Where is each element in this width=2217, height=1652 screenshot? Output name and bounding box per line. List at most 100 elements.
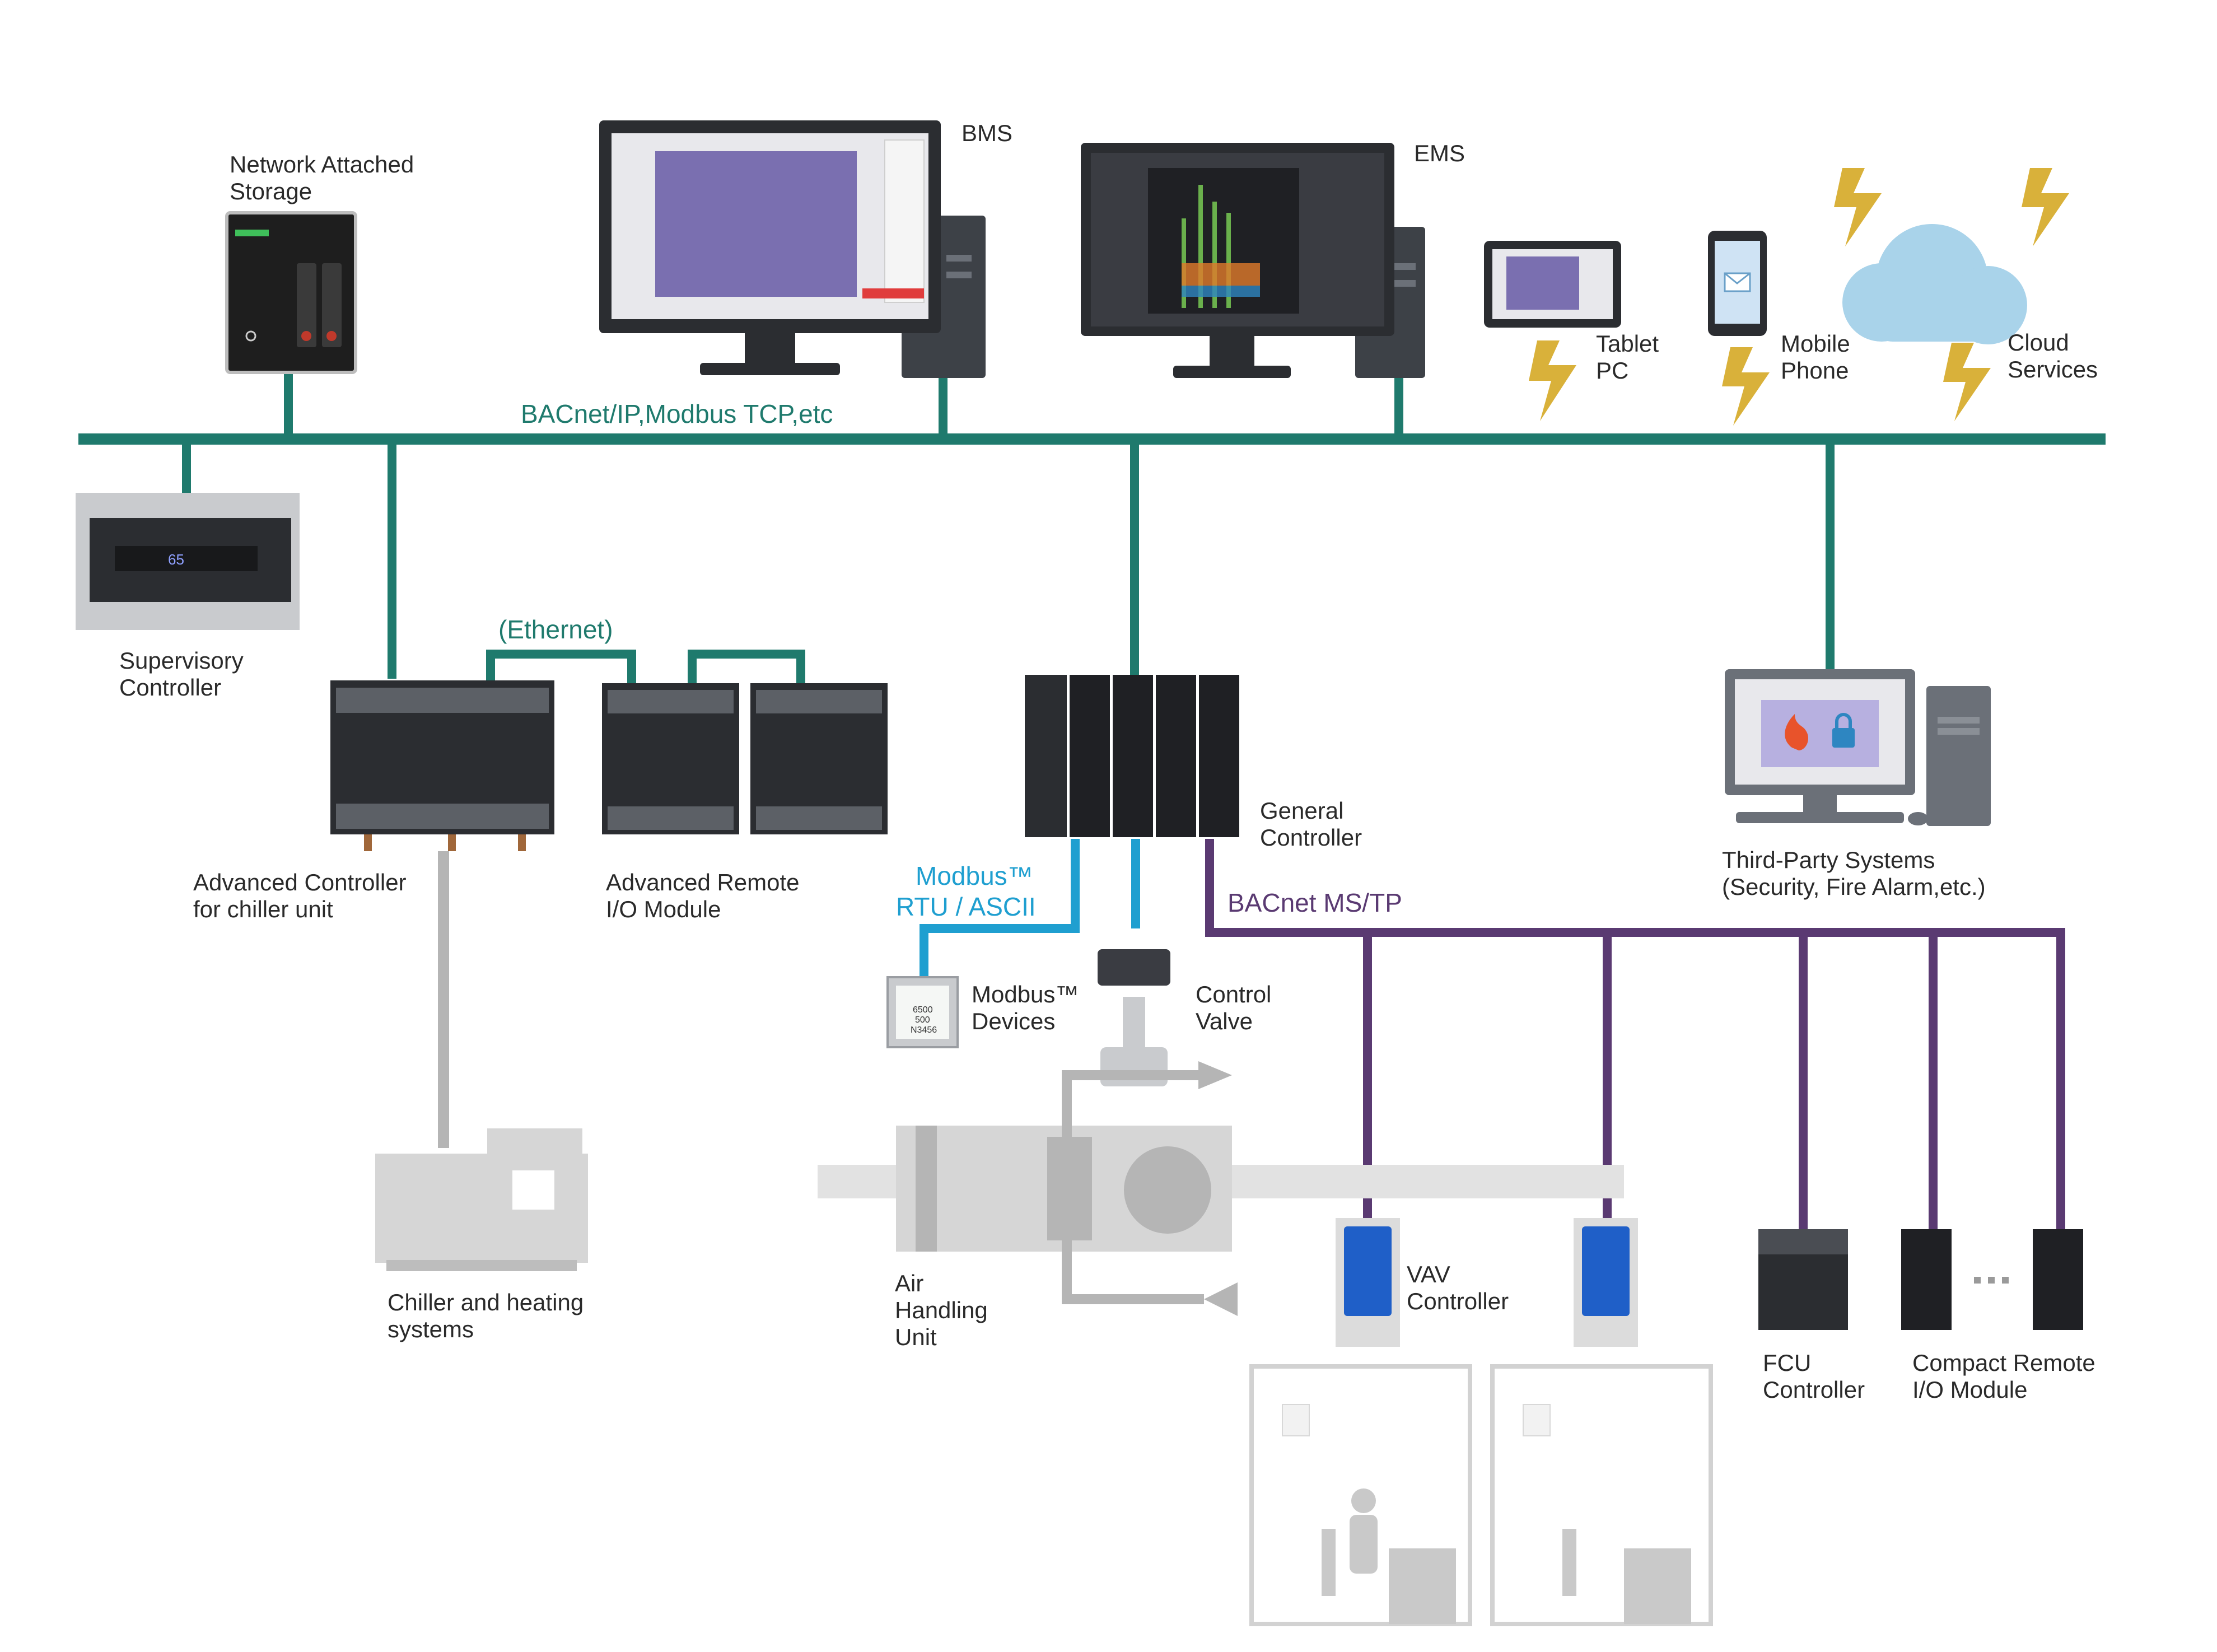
mobile-device <box>1708 231 1767 336</box>
ems-screen-bar <box>1198 185 1203 308</box>
adv-remote-bottom-1 <box>608 806 734 830</box>
adv-chiller-drop <box>388 439 396 679</box>
adv-remote-top-2 <box>756 690 882 713</box>
cloud-services <box>1842 224 2027 344</box>
general-module-3 <box>1156 675 1196 837</box>
supervisory-display-value: 65 <box>168 551 184 568</box>
modbus-devices-label-2: Devices <box>972 1008 1055 1034</box>
coil-return-pipe <box>1062 1070 1198 1137</box>
ahu-coil <box>1047 1137 1092 1240</box>
third-party-drop <box>1826 439 1835 670</box>
third-party-monitor-neck <box>1803 795 1837 812</box>
ellipsis-dot <box>1974 1277 1981 1284</box>
thermostat-icon <box>1282 1404 1310 1436</box>
third-party-tower-slot <box>1938 717 1980 724</box>
ellipsis-dot <box>2002 1277 2009 1284</box>
fcu-controller <box>1758 1229 1848 1330</box>
supervisory-controller: 65 <box>76 493 300 630</box>
adv-chiller-foot-2 <box>448 834 456 851</box>
ellipsis-dot <box>1988 1277 1995 1284</box>
chair <box>1322 1529 1336 1596</box>
modbus-devices-label-1: Modbus™ <box>972 981 1079 1007</box>
fire-icon <box>1785 714 1809 750</box>
general-module-1 <box>1070 675 1110 837</box>
ems-monitor-neck <box>1210 336 1254 367</box>
ems-screen-bars <box>1182 185 1260 308</box>
bms-screen-alert <box>862 288 924 298</box>
room-2 <box>1490 1364 1713 1626</box>
power-icon <box>245 330 256 342</box>
ahu-label-3: Unit <box>895 1324 937 1350</box>
ip-backbone <box>78 433 2106 445</box>
general-controller <box>1025 675 1239 837</box>
general-module-4 <box>1199 675 1239 837</box>
nas-device <box>225 211 357 374</box>
chiller-top <box>487 1128 582 1162</box>
advanced-controller-chiller <box>330 680 554 851</box>
chiller-connection <box>438 851 449 1148</box>
modbus-to-valve <box>1131 839 1140 928</box>
adv-remote-label-2: I/O Module <box>606 896 721 922</box>
control-valve <box>1098 949 1170 1086</box>
nas-label-2: Storage <box>230 178 312 204</box>
compact-label-2: I/O Module <box>1912 1376 2027 1403</box>
general-label-1: General <box>1260 797 1343 824</box>
third-party-tower-slot-2 <box>1938 728 1980 735</box>
supervisory-display <box>115 546 258 571</box>
third-party-label-1: Third-Party Systems <box>1722 847 1935 873</box>
compact-label-1: Compact Remote <box>1912 1350 2095 1376</box>
tablet-label-1: Tablet <box>1596 330 1659 357</box>
valve-body <box>1100 1047 1168 1086</box>
room-1 <box>1249 1364 1472 1626</box>
modbus-meter-screen <box>896 986 949 1039</box>
hvac-equipment <box>375 851 1713 1626</box>
third-party-tower <box>1926 686 1991 826</box>
third-party-screen-panel <box>1761 700 1879 767</box>
bms-tower-slot-2 <box>946 272 972 278</box>
mstp-label: BACnet MS/TP <box>1227 888 1402 917</box>
ems-tower-slot <box>1393 263 1416 270</box>
supervisory-label-2: Controller <box>119 674 221 701</box>
meter-line-1: 6500 <box>913 1005 933 1015</box>
lightning-icon <box>1834 168 1882 246</box>
adv-remote-bottom-2 <box>756 806 882 830</box>
fcu-lid <box>1758 1229 1848 1254</box>
lock-icon <box>1832 728 1855 748</box>
ethernet-label: (Ethernet) <box>498 615 613 644</box>
compact-io-1 <box>1901 1229 1952 1330</box>
ip-network-label: BACnet/IP,Modbus TCP,etc <box>521 399 833 428</box>
general-label-2: Controller <box>1260 824 1362 851</box>
chiller-base <box>386 1260 577 1271</box>
ems-screen-bar-base <box>1182 286 1260 297</box>
ems-monitor-base <box>1173 366 1291 378</box>
coil-supply-pipe <box>1062 1240 1204 1304</box>
nas-bay-1-button <box>301 331 311 341</box>
ems-label: EMS <box>1414 140 1465 166</box>
mstp-vav2-drop <box>1603 932 1612 1224</box>
supervisory-label-1: Supervisory <box>119 647 244 674</box>
modbus-label-1: Modbus™ <box>916 861 1033 890</box>
lightning-group <box>1529 168 2069 426</box>
flow-arrow-1 <box>1198 1061 1232 1089</box>
cloud-label-1: Cloud <box>2008 329 2069 356</box>
chiller-body <box>375 1154 588 1263</box>
tablet-device <box>1484 241 1621 328</box>
general-module-2 <box>1113 675 1153 837</box>
valve-actuator <box>1098 949 1170 986</box>
ems-tower-slot-2 <box>1393 280 1416 287</box>
supervisory-drop <box>182 439 191 495</box>
lightning-icon <box>2022 168 2069 246</box>
nas-bay-2-button <box>326 331 337 341</box>
adv-remote-label-1: Advanced Remote <box>606 869 800 895</box>
adv-chiller-label-2: for chiller unit <box>193 896 333 922</box>
vav-controller-1 <box>1344 1226 1392 1316</box>
bms-monitor-neck <box>745 333 795 364</box>
bms-screen-side <box>884 139 925 303</box>
ems-screen-bar <box>1212 202 1217 308</box>
third-party-monitor-base <box>1736 812 1904 823</box>
chiller-panel <box>512 1170 554 1210</box>
nas-bay-2 <box>322 263 342 347</box>
modbus-meter: 6500 500 N3456 <box>886 976 959 1048</box>
chiller-label-1: Chiller and heating <box>388 1289 584 1315</box>
lightning-icon <box>1722 347 1770 426</box>
